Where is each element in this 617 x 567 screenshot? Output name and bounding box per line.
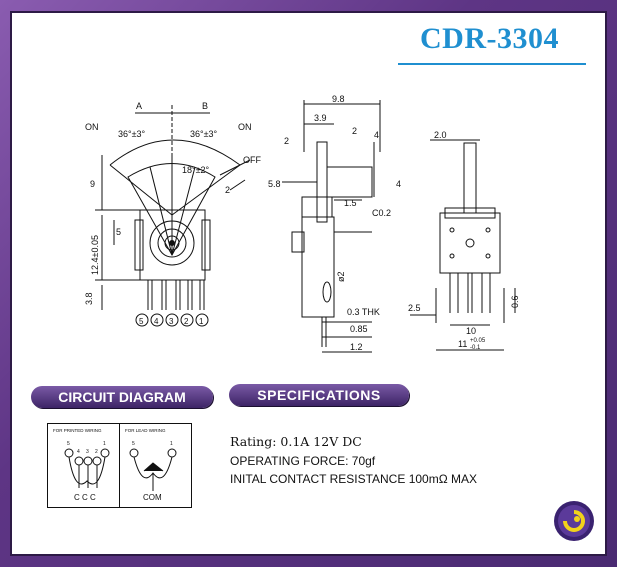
circuit-left-caption: FOR PRINTED WIRING bbox=[53, 428, 102, 433]
pin-4: 4 bbox=[154, 317, 159, 326]
dim-9-8: 9.8 bbox=[332, 94, 345, 104]
dim-4-top: 4 bbox=[374, 130, 379, 140]
pin-1: 1 bbox=[199, 317, 204, 326]
dim-11: 11 bbox=[458, 339, 467, 349]
circuit-left-pin-1: 1 bbox=[103, 441, 106, 447]
dim-0-6: 0.6 bbox=[510, 295, 520, 308]
label-b: B bbox=[202, 101, 208, 111]
dim-2-0: 2.0 bbox=[434, 130, 447, 140]
dim-2-5: 2.5 bbox=[408, 303, 421, 313]
dim-2: 2 bbox=[225, 185, 230, 195]
circuit-right-pin-1: 1 bbox=[170, 441, 173, 447]
circuit-left-pin-3: 3 bbox=[86, 449, 89, 455]
spec-rating: Rating: 0.1A 12V DC bbox=[230, 434, 362, 449]
circuit-right-caption: FOR LEAD WIRING bbox=[125, 428, 166, 433]
dim-1-2: 1.2 bbox=[350, 342, 363, 352]
title-underline bbox=[398, 63, 586, 65]
circuit-right-common: COM bbox=[143, 493, 162, 502]
dim-11-tol-plus: +0.05 bbox=[470, 338, 486, 344]
dim-4-side: 4 bbox=[396, 179, 401, 189]
dim-3-8: 3.8 bbox=[84, 292, 94, 305]
circuit-left-pin-5: 5 bbox=[67, 441, 70, 447]
pin-2: 2 bbox=[184, 317, 189, 326]
side-view-drawing: 9.8 3.9 2 2 4 4 5.8 1.5 C0.2 ø2 0.3 THK … bbox=[268, 94, 401, 353]
dim-10: 10 bbox=[466, 326, 476, 336]
label-on-left: ON bbox=[85, 122, 99, 132]
angle-right: 36°±3° bbox=[190, 129, 218, 139]
circuit-diagram-header: CIRCUIT DIAGRAM bbox=[31, 386, 213, 408]
dim-3-9: 3.9 bbox=[314, 113, 327, 123]
dim-1-5: 1.5 bbox=[344, 198, 357, 208]
label-on-right: ON bbox=[238, 122, 252, 132]
label-off: OFF bbox=[243, 155, 261, 165]
pin-5: 5 bbox=[139, 317, 144, 326]
dim-2-right: 2 bbox=[352, 126, 357, 136]
dim-0-3-thk: 0.3 THK bbox=[347, 307, 380, 317]
dim-5-8: 5.8 bbox=[268, 179, 281, 189]
spec-operating-force: OPERATING FORCE: 70gf bbox=[230, 454, 376, 468]
page-title: CDR-3304 bbox=[420, 22, 559, 55]
rear-view-drawing: 2.0 2.5 10 0.6 11 +0.05 -0.1 bbox=[408, 130, 520, 351]
dim-9: 9 bbox=[90, 179, 95, 189]
chamfer-c0-2: C0.2 bbox=[372, 208, 391, 218]
circuit-left-common: C C C bbox=[74, 493, 96, 502]
pin-3: 3 bbox=[169, 317, 174, 326]
spec-contact-resistance: INITAL CONTACT RESISTANCE 100mΩ MAX bbox=[230, 472, 478, 486]
circuit-left-pin-2: 2 bbox=[95, 449, 98, 455]
dim-0-85: 0.85 bbox=[350, 324, 368, 334]
circuit-diagram: FOR PRINTED WIRING FOR LEAD WIRING 5 4 3… bbox=[47, 423, 192, 508]
label-a: A bbox=[136, 101, 142, 111]
dim-11-tol-minus: -0.1 bbox=[470, 345, 481, 351]
front-view-drawing: A B ON ON OFF 36°±3° 36°±3° 18°±2° 9 5 1… bbox=[84, 101, 261, 327]
circuit-right-pin-5: 5 bbox=[132, 441, 135, 447]
company-logo-icon bbox=[554, 501, 594, 541]
dim-12-4: 12.4±0.05 bbox=[90, 235, 100, 275]
datasheet-panel bbox=[10, 11, 607, 556]
dim-5: 5 bbox=[116, 227, 121, 237]
angle-left: 36°±3° bbox=[118, 129, 146, 139]
angle-off: 18°±2° bbox=[182, 165, 210, 175]
dim-phi-2: ø2 bbox=[336, 271, 346, 282]
specifications-header: SPECIFICATIONS bbox=[229, 384, 409, 406]
dim-2-left: 2 bbox=[284, 136, 289, 146]
circuit-left-pin-4: 4 bbox=[77, 449, 80, 455]
